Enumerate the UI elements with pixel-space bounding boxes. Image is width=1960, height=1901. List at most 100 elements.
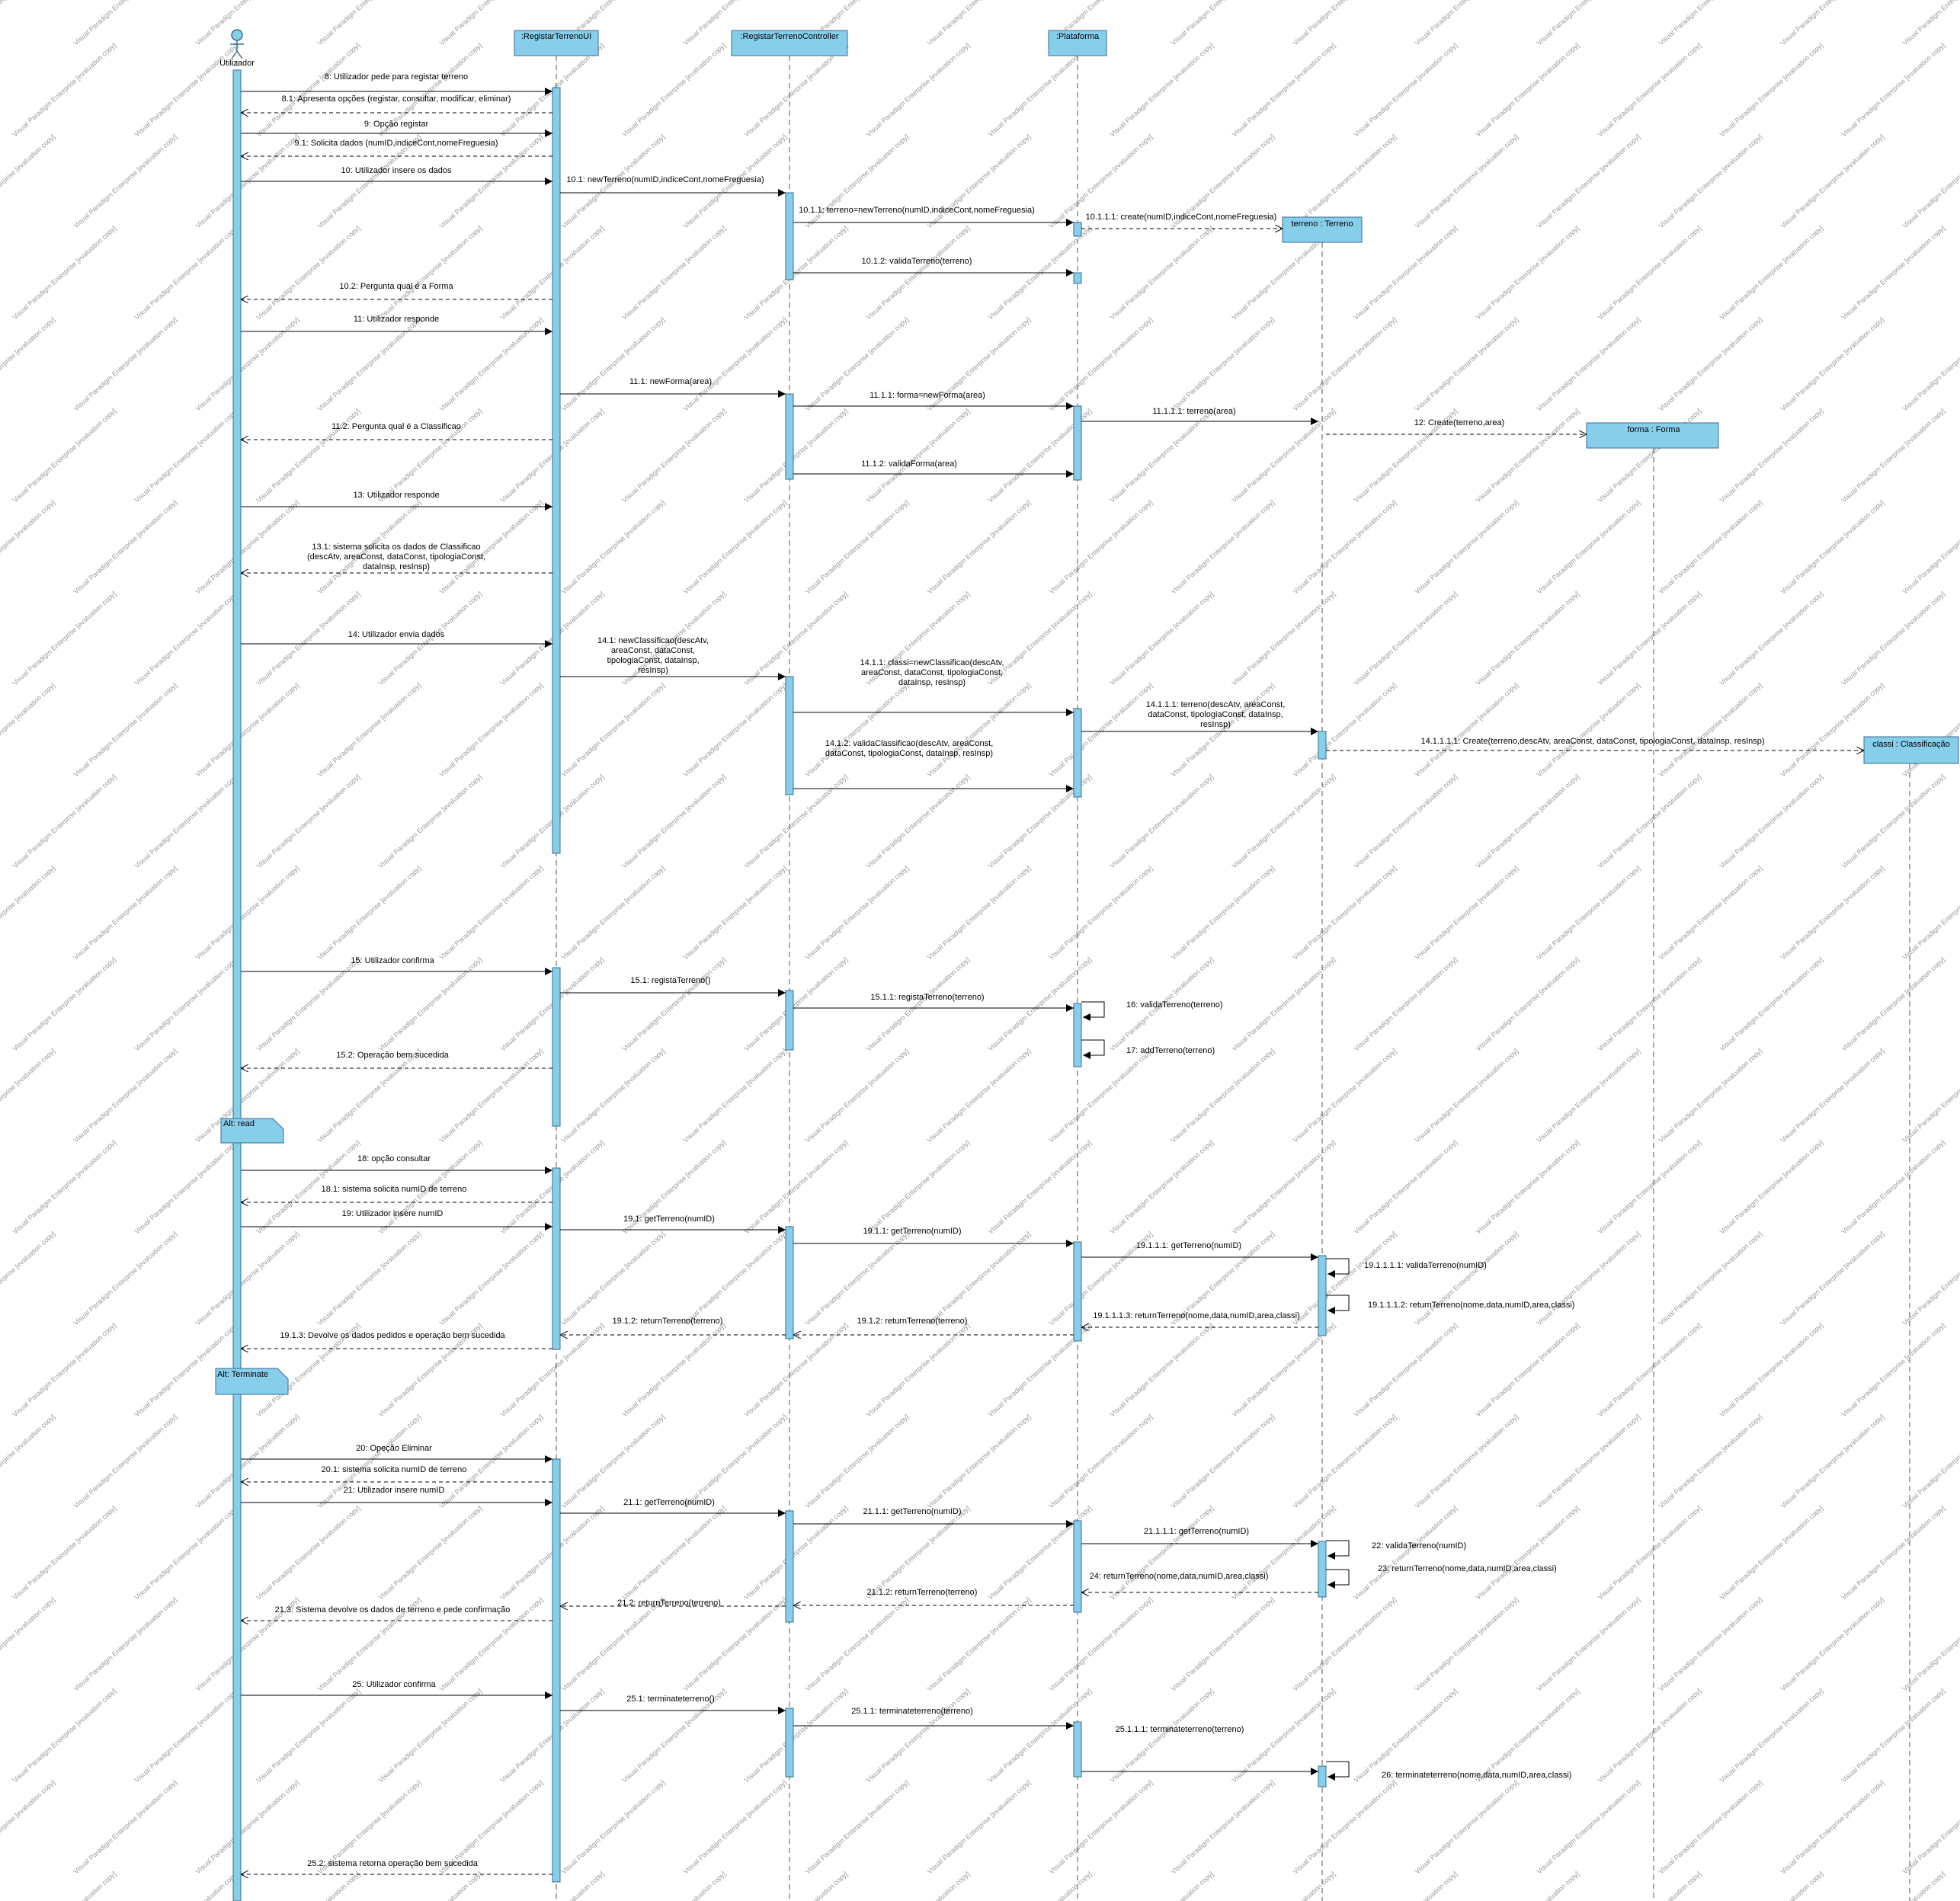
message-m16[interactable]: 11.2: Pergunta qual é a Classificao (241, 422, 552, 440)
watermark-text: Visual Paradigm Enterprise [evaluation c… (1779, 864, 1886, 961)
message-m9[interactable]: 10.1.2: validaTerreno(terreno) (793, 257, 1074, 277)
message-m7[interactable]: 10.1.1: terreno=newTerreno(numID,indiceC… (793, 206, 1074, 226)
watermark-text: Visual Paradigm Enterprise [evaluation c… (0, 315, 56, 412)
activation-ui-3 (552, 1167, 561, 1350)
message-label: 26: terminateterreno(nome,data,numID,are… (1382, 1771, 1571, 1780)
watermark-text: Visual Paradigm Enterprise [evaluation c… (560, 498, 667, 595)
watermark-text: Visual Paradigm Enterprise [evaluation c… (865, 41, 972, 138)
message-label: 19.1.3: Devolve os dados pedidos e opera… (280, 1331, 505, 1340)
message-m15[interactable]: 12: Create(terreno,area) (1326, 418, 1587, 434)
message-m4[interactable]: 9.1: Solicita dados (numID,indiceCont,no… (241, 139, 552, 156)
message-m24[interactable]: 14.1.1.1.1: Create(terreno,descAtv, area… (1326, 737, 1864, 750)
message-m35[interactable]: 19.1: getTerreno(numID) (560, 1215, 786, 1234)
actor-label: Utilizador (219, 59, 255, 68)
watermark-text: Visual Paradigm Enterprise [evaluation c… (0, 133, 56, 229)
message-m45[interactable]: 20.1: sistema solicita numID de terreno (241, 1465, 552, 1482)
message-m47[interactable]: 21.1: getTerreno(numID) (560, 1498, 786, 1517)
message-m39[interactable]: 19.1.1.1.2: returnTerreno(nome,data,numI… (1326, 1295, 1574, 1314)
message-m28[interactable]: 15.1.1: registaTerreno(terreno) (793, 993, 1074, 1012)
message-m52[interactable]: 24: returnTerreno(nome,data,numID,area,c… (1081, 1572, 1318, 1592)
message-m60[interactable]: 26: terminateterreno(nome,data,numID,are… (1326, 1761, 1571, 1781)
self-message-arrow (1081, 1039, 1105, 1059)
message-m31[interactable]: 15.2: Operação bem sucedida (241, 1051, 552, 1068)
watermark-text: Visual Paradigm Enterprise [evaluation c… (255, 590, 362, 686)
message-m26[interactable]: 15: Utilizador confirma (241, 956, 552, 975)
message-label: 21: Utilizador insere numID (344, 1486, 445, 1495)
message-m8[interactable]: 10.1.1.1: create(numID,indiceCont,nomeFr… (1081, 213, 1283, 229)
message-m43[interactable]: 19.1.3: Devolve os dados pedidos e opera… (241, 1331, 552, 1349)
watermark-text: Visual Paradigm Enterprise [evaluation c… (1779, 1778, 1886, 1875)
message-label: 25.1.1: terminateterreno(terreno) (851, 1707, 973, 1716)
watermark-text: Visual Paradigm Enterprise [evaluation c… (1170, 1413, 1276, 1509)
message-m21[interactable]: 14.1: newClassificao(descAtv,areaConst, … (560, 636, 786, 680)
message-m3[interactable]: 9: Opção registar (241, 120, 552, 137)
message-m20[interactable]: 14: Utilizador envia dados (241, 630, 552, 648)
message-m10[interactable]: 10.2: Pergunta qual é a Forma (241, 282, 552, 299)
watermark-text: Visual Paradigm Enterprise [evaluation c… (499, 773, 606, 869)
message-m55[interactable]: 21.3: Sistema devolve os dados de terren… (241, 1605, 552, 1621)
message-m30[interactable]: 17: addTerreno(terreno) (1081, 1039, 1215, 1059)
message-m61[interactable]: 25.2: sistema retorna operação bem suced… (241, 1859, 552, 1874)
participant-box-terreno[interactable] (1282, 216, 1363, 243)
message-m50[interactable]: 22: validaTerreno(numID) (1326, 1540, 1466, 1560)
message-m33[interactable]: 18.1: sistema solicita numID de terreno (241, 1185, 552, 1202)
watermark-text: Visual Paradigm Enterprise [evaluation c… (1718, 1138, 1825, 1235)
actor-utilizador[interactable]: Utilizador (219, 29, 255, 68)
message-m37[interactable]: 19.1.1.1: getTerreno(numID) (1081, 1241, 1318, 1261)
watermark-text: Visual Paradigm Enterprise [evaluation c… (1292, 133, 1398, 229)
message-m36[interactable]: 19.1.1: getTerreno(numID) (793, 1227, 1074, 1247)
message-m14[interactable]: 11.1.1.1: terreno(area) (1081, 407, 1318, 425)
watermark-text: Visual Paradigm Enterprise [evaluation c… (0, 1413, 56, 1509)
watermark-text: Visual Paradigm Enterprise [evaluation c… (1170, 1778, 1276, 1875)
message-m12[interactable]: 11.1: newForma(area) (560, 377, 786, 398)
message-m32[interactable]: 18: opção consultar (241, 1154, 552, 1174)
message-m40[interactable]: 19.1.1.1.3: returnTerreno(nome,data,numI… (1081, 1311, 1318, 1327)
message-m53[interactable]: 21.1.2: returnTerreno(terreno) (793, 1588, 1074, 1605)
participant-box-classi[interactable] (1863, 736, 1959, 764)
message-m38[interactable]: 19.1.1.1.1: validaTerreno(numID) (1326, 1258, 1487, 1278)
message-m22[interactable]: 14.1.1: classi=newClassificao(descAtv,ar… (793, 658, 1074, 716)
message-m13[interactable]: 11.1.1: forma=newForma(area) (793, 391, 1074, 410)
message-m17[interactable]: 11.1.2: validaForma(area) (793, 459, 1074, 478)
message-m34[interactable]: 19: Utilizador insere numID (241, 1209, 552, 1231)
stick-figure-icon (230, 29, 244, 59)
participant-box-forma[interactable] (1586, 422, 1719, 449)
message-m6[interactable]: 10.1: newTerreno(numID,indiceCont,nomeFr… (560, 175, 786, 197)
watermark-text: Visual Paradigm Enterprise [evaluation c… (743, 407, 850, 504)
message-m1[interactable]: 8: Utilizador pede para registar terreno (241, 72, 552, 95)
message-m41[interactable]: 19.1.2: returnTerreno(terreno) (793, 1317, 1074, 1335)
message-m46[interactable]: 21: Utilizador insere numID (241, 1486, 552, 1506)
message-m59[interactable]: 25.1.1.1: terminateterreno(terreno) (1081, 1725, 1318, 1775)
message-m48[interactable]: 21.1.1: getTerreno(numID) (793, 1507, 1074, 1528)
message-m57[interactable]: 25.1: terminateterreno() (560, 1695, 786, 1714)
message-m49[interactable]: 21.1.1.1: getTerreno(numID) (1081, 1527, 1318, 1547)
watermark-text: Visual Paradigm Enterprise [evaluation c… (1657, 1595, 1764, 1692)
message-m25[interactable]: 14.1.2: validaClassificao(descAtv, areaC… (793, 739, 1074, 792)
message-m23[interactable]: 14.1.1.1: terreno(descAtv, areaConst,dat… (1081, 700, 1318, 735)
message-m27[interactable]: 15.1: registaTerreno() (560, 976, 786, 997)
message-m51[interactable]: 23: returnTerreno(nome,data,numID,area,c… (1326, 1564, 1557, 1589)
participant-box-ui[interactable] (514, 30, 599, 56)
watermark-text: Visual Paradigm Enterprise [evaluation c… (743, 955, 850, 1052)
watermark-text: Visual Paradigm Enterprise [evaluation c… (499, 407, 606, 504)
activation-plat-7 (1073, 1520, 1082, 1613)
message-m2[interactable]: 8.1: Apresenta opções (registar, consult… (241, 94, 552, 113)
watermark-text: Visual Paradigm Enterprise [evaluation c… (865, 1870, 972, 1901)
message-m58[interactable]: 25.1.1: terminateterreno(terreno) (793, 1707, 1074, 1730)
message-m44[interactable]: 20: Opeção Eliminar (241, 1444, 552, 1463)
watermark-text: Visual Paradigm Enterprise [evaluation c… (1170, 1047, 1276, 1144)
watermark-text: Visual Paradigm Enterprise [evaluation c… (1231, 1138, 1337, 1235)
participant-box-ctrl[interactable] (731, 30, 848, 56)
message-m54[interactable]: 21.2: returnTerreno(terreno) (560, 1599, 786, 1608)
participant-box-plat[interactable] (1048, 30, 1107, 56)
message-m42[interactable]: 19.1.2: returnTerreno(terreno) (560, 1317, 786, 1335)
watermark-text: Visual Paradigm Enterprise [evaluation c… (72, 1230, 179, 1327)
message-m56[interactable]: 25: Utilizador confirma (241, 1680, 552, 1699)
watermark-text: Visual Paradigm Enterprise [evaluation c… (438, 681, 545, 778)
message-m18[interactable]: 13: Utilizador responde (241, 491, 552, 510)
message-m5[interactable]: 10: Utilizador insere os dados (241, 166, 552, 185)
message-m29[interactable]: 16: validaTerreno(terreno) (1081, 1000, 1223, 1021)
message-m11[interactable]: 11: Utilizador responde (241, 315, 552, 335)
watermark-text: Visual Paradigm Enterprise [evaluation c… (0, 1047, 56, 1144)
message-m19[interactable]: 13.1: sistema solicita os dados de Class… (241, 542, 552, 573)
